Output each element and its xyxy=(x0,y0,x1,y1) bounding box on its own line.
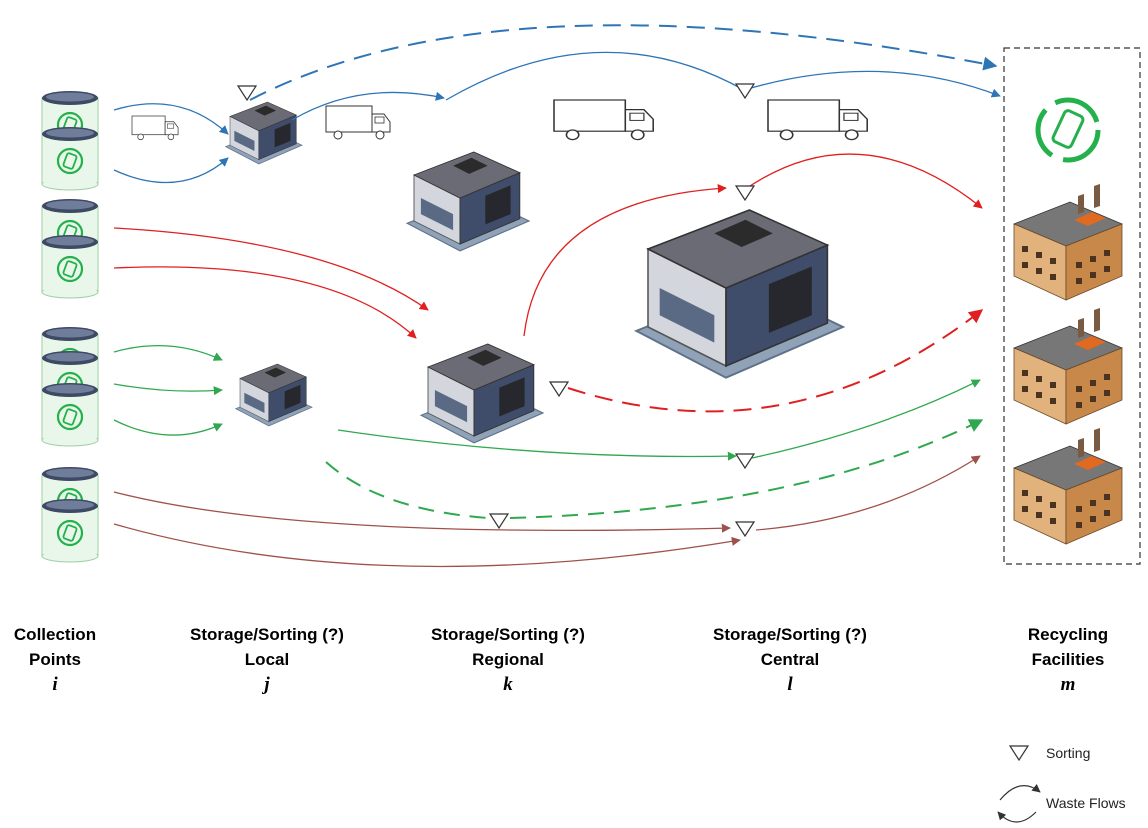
sorting-triangle-regional-green xyxy=(489,513,509,529)
column-label-recycling-facilities: Recycling Facilities m xyxy=(958,622,1148,697)
truck-large-1 xyxy=(553,99,654,141)
flow-blue-local-to-regional xyxy=(291,91,445,121)
flow-brown-bin-to-central-2 xyxy=(113,523,741,568)
collection-bin-group-4 xyxy=(40,465,100,564)
flow-red-regional-to-central xyxy=(523,183,727,337)
column-title-line1: Storage/Sorting (?) xyxy=(713,625,867,644)
sorting-triangle-central-red xyxy=(735,185,755,201)
column-label-central-storage: Storage/Sorting (?) Central l xyxy=(680,622,900,697)
sorting-triangle-central-blue xyxy=(735,83,755,99)
flow-blue-central-to-recycling xyxy=(743,70,1001,98)
sorting-triangle-regional-red xyxy=(549,381,569,397)
flow-blue-bin-to-local xyxy=(113,103,229,135)
column-index-symbol: j xyxy=(264,674,270,695)
flow-red-bin-to-regional-2 xyxy=(113,266,417,339)
column-index-symbol: m xyxy=(1060,674,1076,695)
recycling-factory-1 xyxy=(1013,183,1123,301)
local-storage-building-1 xyxy=(225,101,303,165)
sorting-triangle-central-green xyxy=(735,453,755,469)
column-title-line1: Recycling xyxy=(1027,625,1109,644)
local-storage-building-2 xyxy=(235,363,313,427)
flow-green-bin-to-local-1 xyxy=(113,345,223,361)
column-label-collection-points: Collection Points i xyxy=(0,622,165,697)
legend-sorting-label: Sorting xyxy=(1046,745,1091,761)
column-title-line1: Collection xyxy=(13,625,97,644)
column-title-line2: Points xyxy=(29,650,81,669)
collection-bin-group-3 xyxy=(40,325,100,448)
truck-small xyxy=(131,115,179,141)
sorting-triangle-central-brown xyxy=(735,521,755,537)
flow-red-dashed-regional-to-recycling xyxy=(567,309,984,413)
column-title-line1: Storage/Sorting (?) xyxy=(190,625,344,644)
regional-storage-building-1 xyxy=(406,151,530,252)
flow-green-bin-to-local-2 xyxy=(113,383,223,396)
flow-brown-central-to-recycling xyxy=(755,455,981,531)
truck-large-2 xyxy=(767,99,868,141)
flow-blue-regional-to-central xyxy=(445,51,745,101)
central-storage-building xyxy=(635,209,844,379)
column-index-symbol: l xyxy=(787,674,793,695)
flow-green-central-to-recycling xyxy=(751,379,981,459)
flow-green-bin-to-local-3 xyxy=(113,419,223,436)
column-title-line2: Central xyxy=(760,650,820,669)
flow-green-dashed-local-to-regional xyxy=(325,461,489,519)
recycling-symbol-icon xyxy=(1035,97,1101,163)
legend-waste-flows-label: Waste Flows xyxy=(1046,795,1126,811)
column-index-symbol: i xyxy=(52,674,58,695)
flow-red-central-to-recycling xyxy=(743,153,983,209)
collection-bin-group-1 xyxy=(40,89,100,192)
recycling-factory-2 xyxy=(1013,307,1123,425)
regional-storage-building-2 xyxy=(420,343,544,444)
column-title-line2: Regional xyxy=(472,650,544,669)
column-title-line2: Local xyxy=(244,650,290,669)
collection-bin-group-2 xyxy=(40,197,100,300)
column-index-symbol: k xyxy=(503,674,513,695)
column-title-line2: Facilities xyxy=(1031,650,1105,669)
legend-waste-flows-icon xyxy=(997,783,1041,823)
flow-brown-bin-to-central-1 xyxy=(113,491,731,533)
flow-red-bin-to-regional-1 xyxy=(113,227,429,311)
column-title-line1: Storage/Sorting (?) xyxy=(431,625,585,644)
flow-blue-bin-to-local-2 xyxy=(113,157,229,184)
column-label-regional-storage: Storage/Sorting (?) Regional k xyxy=(398,622,618,697)
column-label-local-storage: Storage/Sorting (?) Local j xyxy=(157,622,377,697)
recycling-facilities-frame xyxy=(1003,47,1141,565)
recycling-factory-3 xyxy=(1013,427,1123,545)
truck-medium xyxy=(325,105,391,140)
flow-blue-dashed-local-to-recycling xyxy=(249,24,998,101)
legend-sorting-triangle-icon xyxy=(1009,745,1029,761)
flow-green-local-to-central xyxy=(337,429,737,461)
flow-green-dashed-regional-to-recycling xyxy=(509,419,984,519)
